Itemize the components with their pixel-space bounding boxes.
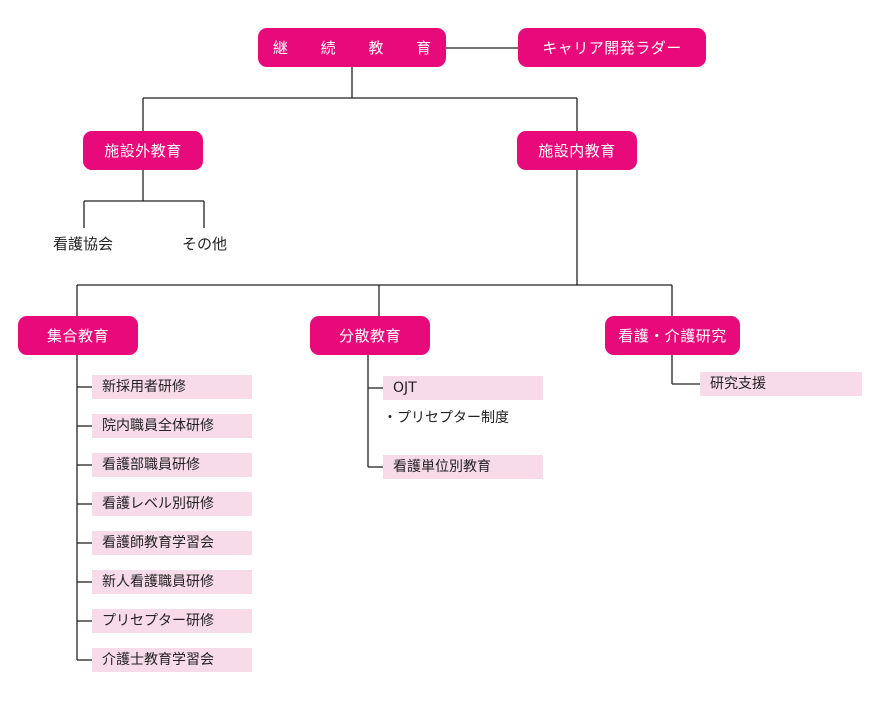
nursing-research-node: 看護・介護研究	[605, 316, 740, 355]
continuing-education-node: 継 続 教 育	[258, 28, 446, 67]
preceptor-system-note: ・プリセプター制度	[383, 410, 509, 426]
group-education-node: 集合教育	[18, 316, 138, 355]
research-support-item: 研究支援	[700, 372, 862, 396]
sonota-label: その他	[182, 235, 228, 253]
list-item: プリセプター研修	[92, 609, 252, 633]
career-ladder-node: キャリア開発ラダー	[518, 28, 706, 67]
list-item: 看護部職員研修	[92, 453, 252, 477]
list-item: 看護師教育学習会	[92, 531, 252, 555]
ojt-item: OJT	[383, 376, 543, 400]
internal-education-node: 施設内教育	[517, 131, 637, 170]
list-item: 新採用者研修	[92, 375, 252, 399]
list-item: 新人看護職員研修	[92, 570, 252, 594]
list-item: 介護士教育学習会	[92, 648, 252, 672]
kango-kyokai-label: 看護協会	[53, 235, 114, 253]
external-education-node: 施設外教育	[83, 131, 203, 170]
distributed-education-node: 分散教育	[310, 316, 430, 355]
list-item: 院内職員全体研修	[92, 414, 252, 438]
list-item: 看護レベル別研修	[92, 492, 252, 516]
unit-education-item: 看護単位別教育	[383, 455, 543, 479]
